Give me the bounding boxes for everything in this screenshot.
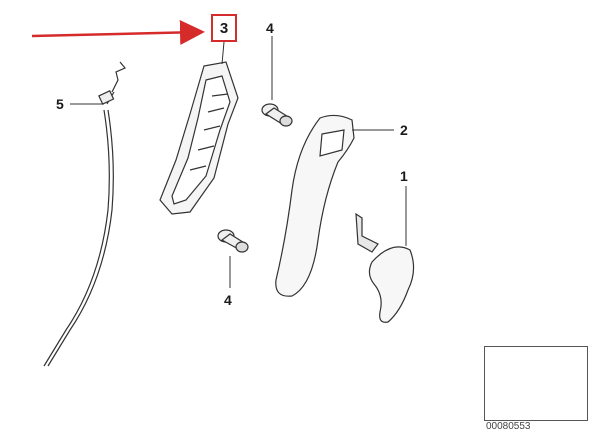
part4-top-screw [261,103,293,127]
part2-handle-cover [275,114,355,297]
part3-callout-highlight: 3 [211,14,237,42]
car-location-thumbnail [484,346,588,421]
part3-bracket [159,61,239,215]
part1-handle [355,212,415,323]
part4-bottom-screw [217,229,249,253]
part3-leader [221,41,225,65]
highlight-arrow [31,19,205,45]
part5-callout: 5 [56,96,64,112]
part5-cable [43,61,126,367]
diagram-id: 00080553 [486,421,531,432]
part2-callout: 2 [400,122,408,138]
part4-top-callout: 4 [266,20,274,36]
part3-callout: 3 [219,19,229,37]
part1-callout: 1 [400,168,408,184]
part4-bottom-callout: 4 [224,292,232,308]
